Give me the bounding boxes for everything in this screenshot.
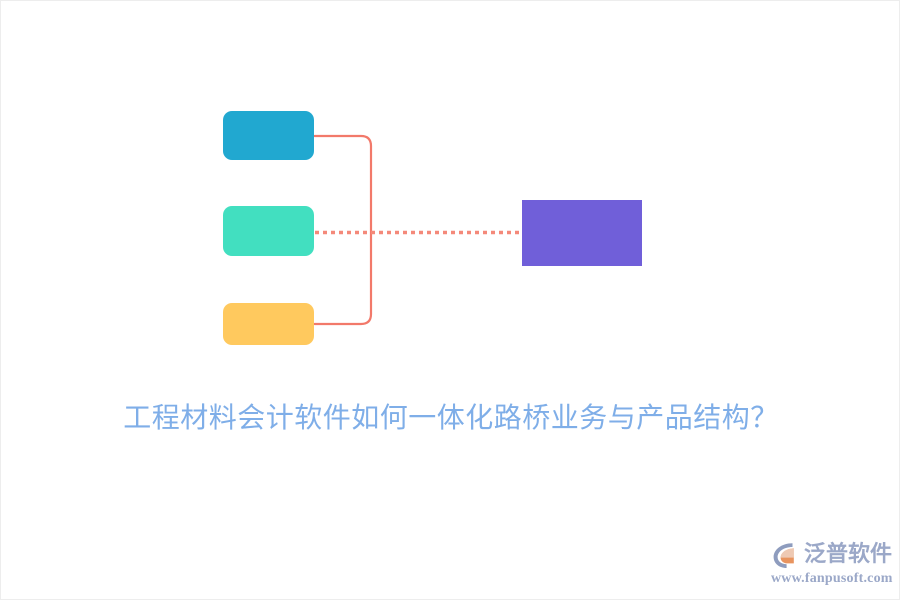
fanpu-logo-icon — [773, 542, 794, 568]
diagram-node-teal[interactable] — [223, 206, 314, 256]
brand-watermark: 泛普软件 www.fanpusoft.com — [771, 539, 893, 589]
brand-watermark-row: 泛普软件 — [771, 539, 893, 571]
diagram-node-yellow[interactable] — [223, 303, 314, 345]
brand-url: www.fanpusoft.com — [771, 571, 893, 586]
brand-wordmark: 泛普软件 — [804, 542, 893, 567]
diagram-connectors-layer — [313, 134, 522, 326]
process-structure-diagram — [1, 1, 899, 381]
connector-bracket-blue-yellow — [313, 134, 373, 326]
diagram-node-purple[interactable] — [522, 200, 642, 266]
diagram-node-blue[interactable] — [223, 111, 314, 160]
page-title: 工程材料会计软件如何一体化路桥业务与产品结构？ — [123, 403, 779, 434]
